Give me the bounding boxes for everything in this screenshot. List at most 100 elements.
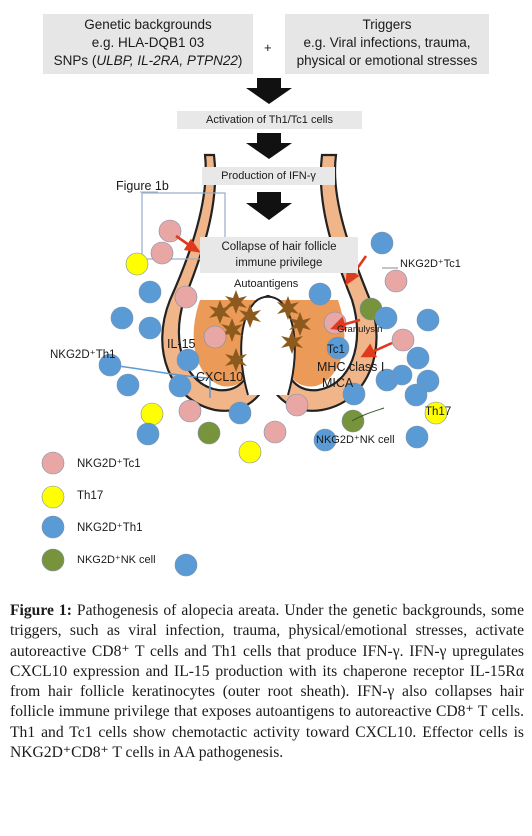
autoantigen-star: [281, 330, 303, 354]
autoantigen-star: [277, 296, 299, 320]
th1-cell: [228, 401, 252, 425]
triggers-stresses: physical or emotional stresses: [296, 53, 478, 68]
autoantigen-star: [225, 290, 247, 314]
red-arrow: [371, 341, 393, 354]
mhc-label: MHC class I: [317, 360, 385, 374]
flow-arrow-2: [246, 133, 292, 159]
autoantigen-star: [209, 300, 231, 324]
nk-cell: [341, 409, 365, 433]
red-arrow-head: [345, 267, 360, 286]
tc1-cell: [174, 285, 198, 309]
genetic-title: Genetic backgrounds: [84, 17, 212, 32]
step-activation: Activation of Th1/Tc1 cells: [177, 111, 362, 129]
tc1-cell: [285, 393, 309, 417]
legend-nk-label: NKG2D⁺NK cell: [77, 554, 156, 566]
th1-cell: [174, 553, 198, 577]
autoantigen-star: [225, 348, 247, 372]
autoantigens: [209, 290, 311, 372]
tc1-cell: [150, 241, 174, 265]
th1-cell: [342, 382, 366, 406]
collapse-line-1: Collapse of hair follicle: [221, 241, 337, 253]
genetic-snps: SNPs (ULBP, IL-2RA, PTPN22): [43, 52, 253, 70]
th1-cell: [116, 373, 140, 397]
legend-th1-dot: [41, 515, 65, 539]
cells: [98, 219, 448, 577]
flow-arrow-3: [246, 192, 292, 220]
th17-cell: [424, 401, 448, 425]
step-collapse-privilege: Collapse of hair follicle immune privile…: [200, 237, 358, 273]
autoantigen-star: [289, 312, 311, 336]
tc1-cell: [263, 420, 287, 444]
th1-cell: [98, 353, 122, 377]
th1-cell: [313, 428, 337, 452]
genetic-example: e.g. HLA-DQB1 03: [91, 35, 205, 50]
th17-label: Th17: [425, 406, 452, 418]
legend-tc1-dot: [41, 451, 65, 475]
plus-sign: +: [264, 40, 272, 55]
legend-th17-dot: [41, 485, 65, 509]
figure-caption: Figure 1: Pathogenesis of alopecia areat…: [10, 601, 524, 763]
snps-suffix: ): [237, 53, 243, 68]
th1-cell: [176, 348, 200, 372]
tc1-label: Tc1: [327, 344, 345, 356]
th1-cell: [136, 422, 160, 446]
il15-label: IL-15: [167, 337, 196, 351]
legend-dots: [41, 451, 65, 572]
legend-th17-label: Th17: [77, 490, 104, 502]
red-arrow-head: [360, 343, 378, 358]
chemotaxis-line: [117, 365, 209, 379]
nkg2d-th1-label: NKG2D⁺Th1: [50, 349, 116, 361]
red-arrow: [341, 318, 361, 327]
cxcl10-label: CXCL10: [196, 370, 244, 384]
dermal-papilla: [240, 295, 296, 396]
th1-cell: [308, 282, 332, 306]
th1-cell: [374, 306, 398, 330]
caption-label: Figure 1:: [10, 602, 72, 619]
legend-th1-label: NKG2D⁺Th1: [77, 522, 143, 534]
collapse-line-2: immune privilege: [235, 257, 323, 269]
triggers-example: e.g. Viral infections, trauma,: [303, 35, 471, 50]
step-ifn-production: Production of IFN-γ: [202, 167, 335, 185]
legend-nk-dot: [41, 548, 65, 572]
flow-arrow-1: [246, 78, 292, 104]
red-arrow-head: [183, 238, 201, 253]
snps-prefix: SNPs (: [53, 53, 97, 68]
autoantigen-star: [239, 304, 261, 328]
th1-cell: [370, 231, 394, 255]
nkg2d-nk-label: NKG2D⁺NK cell: [316, 434, 395, 446]
th1-cell: [110, 306, 134, 330]
pathogenesis-diagram: [41, 78, 448, 577]
mica-label: MICA: [322, 376, 354, 390]
th17-cell: [125, 252, 149, 276]
legend-tc1-label: NKG2D⁺Tc1: [77, 458, 141, 470]
figure-1b-label: Figure 1b: [116, 179, 169, 193]
granulysin-label: Granulysin: [337, 324, 383, 335]
th1-cell: [168, 374, 192, 398]
nkg2d-tc1-label: NKG2D⁺Tc1: [400, 258, 461, 270]
th1-cell: [416, 308, 440, 332]
tc1-cell: [203, 325, 227, 349]
th17-cell: [238, 440, 262, 464]
triggers-title: Triggers: [362, 17, 412, 32]
flow-arrows: [246, 78, 292, 220]
tc1-cell: [391, 328, 415, 352]
th1-cell: [138, 280, 162, 304]
nk-cell: [197, 421, 221, 445]
tc1-cell: [384, 269, 408, 293]
th1-cell: [405, 425, 429, 449]
caption-text: Pathogenesis of alopecia areata. Under t…: [10, 602, 524, 762]
th1-cell: [404, 383, 428, 407]
triggers-box: Triggers e.g. Viral infections, trauma, …: [285, 14, 489, 74]
autoantigen-star: [221, 318, 243, 342]
th1-cell: [326, 336, 350, 360]
th1-cell: [138, 316, 162, 340]
figure-1b-box: [141, 192, 226, 260]
th17-cell: [140, 402, 164, 426]
nk-label-line: [351, 407, 385, 422]
autoantigens-label: Autoantigens: [234, 278, 299, 290]
th1-cell: [391, 364, 413, 386]
genetic-backgrounds-box: Genetic backgrounds e.g. HLA-DQB1 03 SNP…: [43, 14, 253, 74]
red-arrow-head: [330, 316, 347, 331]
tc1-cell: [158, 219, 182, 243]
snps-genes: ULBP, IL-2RA, PTPN22: [96, 53, 238, 68]
